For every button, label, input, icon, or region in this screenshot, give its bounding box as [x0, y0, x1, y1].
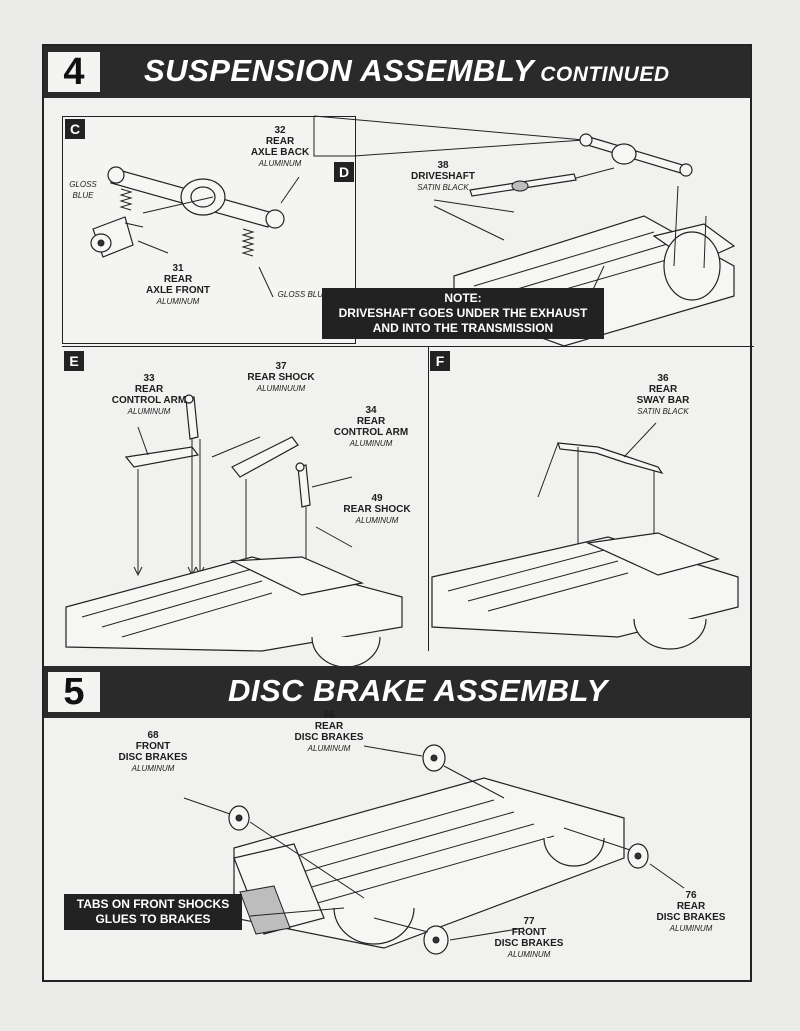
- part-68-name-1: FRONT: [135, 741, 171, 752]
- part-66-name-2: DISC BRAKES: [294, 732, 364, 743]
- driveshaft-note-line-3: AND INTO THE TRANSMISSION: [372, 321, 554, 335]
- part-68-name-2: DISC BRAKES: [118, 752, 188, 763]
- rear-axle-drawing: [90, 166, 300, 298]
- part-66-finish: ALUMINUM: [307, 744, 351, 753]
- panel-f: F 36 REAR SWAY BAR SATIN BLACK: [428, 346, 754, 651]
- step-5-title: DISC BRAKE ASSEMBLY: [228, 673, 608, 708]
- part-33-number: 33: [143, 373, 155, 384]
- part-77-callout: 77 FRONT DISC BRAKES ALUMINUM: [484, 916, 574, 960]
- part-38-number: 38: [437, 160, 449, 171]
- gloss-blue-right-label: GLOSS BLUE: [263, 289, 343, 300]
- tabs-note: TABS ON FRONT SHOCKS GLUES TO BRAKES: [64, 894, 242, 930]
- step-5-number: 5: [48, 672, 100, 712]
- driveshaft-note: NOTE: DRIVESHAFT GOES UNDER THE EXHAUST …: [322, 288, 604, 339]
- part-34-callout: 34 REAR CONTROL ARM ALUMINUM: [326, 405, 416, 449]
- step-5-header: 5 DISC BRAKE ASSEMBLY: [44, 666, 750, 718]
- step-4-title-text: SUSPENSION ASSEMBLY: [144, 53, 535, 88]
- part-36-number: 36: [657, 373, 669, 384]
- panel-d-letter: D: [334, 162, 354, 182]
- disc-brake-drawing: [183, 744, 685, 955]
- part-76-number: 76: [685, 890, 697, 901]
- driveshaft-note-line-2: DRIVESHAFT GOES UNDER THE EXHAUST: [338, 306, 588, 320]
- part-36-name-2: SWAY BAR: [636, 395, 690, 406]
- part-37-number: 37: [275, 361, 287, 372]
- gloss-blue-left-label: GLOSS BLUE: [65, 179, 101, 201]
- panel-c-letter: C: [65, 119, 85, 139]
- step-5-panel: 68 FRONT DISC BRAKES ALUMINUM 66 REAR DI…: [44, 710, 750, 980]
- panel-e: E 33 REAR CONTROL ARM ALUMIN: [62, 346, 429, 668]
- part-37-name: REAR SHOCK: [247, 372, 315, 383]
- panel-c: C 32 REAR AXLE BACK ALUMINUM: [62, 116, 356, 344]
- part-77-finish: ALUMINUM: [507, 950, 551, 959]
- part-36-finish: SATIN BLACK: [637, 407, 689, 416]
- part-49-name: REAR SHOCK: [343, 504, 411, 515]
- panel-d: D 38 DRIVESHAFT SATI: [313, 115, 754, 347]
- part-36-callout: 36 REAR SWAY BAR SATIN BLACK: [618, 373, 708, 417]
- step-4-title-suffix: CONTINUED: [540, 63, 670, 86]
- part-76-name-2: DISC BRAKES: [656, 912, 726, 923]
- part-68-callout: 68 FRONT DISC BRAKES ALUMINUM: [108, 730, 198, 774]
- tabs-note-line-2: GLUES TO BRAKES: [95, 912, 211, 926]
- part-77-name-2: DISC BRAKES: [494, 938, 564, 949]
- part-38-callout: 38 DRIVESHAFT SATIN BLACK: [398, 160, 488, 193]
- part-33-name-1: REAR: [134, 384, 164, 395]
- panel-e-letter: E: [64, 351, 84, 371]
- rear-control-arm-drawing: [65, 394, 403, 668]
- part-77-number: 77: [523, 916, 535, 927]
- driveshaft-note-line-1: NOTE:: [444, 291, 482, 305]
- part-34-finish: ALUMINUM: [349, 439, 393, 448]
- part-76-finish: ALUMINUM: [669, 924, 713, 933]
- part-36-name-1: REAR: [648, 384, 678, 395]
- part-49-number: 49: [371, 493, 383, 504]
- part-34-name-1: REAR: [356, 416, 386, 427]
- part-49-finish: ALUMINUM: [355, 516, 399, 525]
- gloss-blue-right-text: GLOSS BLUE: [277, 290, 329, 299]
- part-34-number: 34: [365, 405, 377, 416]
- part-37-finish: ALUMINUUM: [256, 384, 306, 393]
- tabs-note-line-1: TABS ON FRONT SHOCKS: [76, 897, 230, 911]
- part-31-finish: ALUMINUM: [156, 297, 200, 306]
- part-31-name-1: REAR: [163, 274, 193, 285]
- part-32-finish: ALUMINUM: [258, 159, 302, 168]
- part-32-callout: 32 REAR AXLE BACK ALUMINUM: [235, 125, 325, 169]
- part-68-finish: ALUMINUM: [131, 764, 175, 773]
- panel-f-letter: F: [430, 351, 450, 371]
- part-31-name-2: AXLE FRONT: [146, 285, 210, 296]
- part-32-name-2: AXLE BACK: [250, 147, 310, 158]
- part-66-name-1: REAR: [314, 721, 344, 732]
- part-68-number: 68: [147, 730, 159, 741]
- part-32-number: 32: [274, 125, 286, 136]
- part-38-name: DRIVESHAFT: [411, 171, 475, 182]
- part-76-name-1: REAR: [676, 901, 706, 912]
- part-77-name-1: FRONT: [511, 927, 547, 938]
- part-66-number: 66: [323, 710, 335, 721]
- part-33-name-2: CONTROL ARM: [111, 395, 187, 406]
- gloss-blue-left-line-2: BLUE: [72, 191, 94, 200]
- part-33-callout: 33 REAR CONTROL ARM ALUMINUM: [104, 373, 194, 417]
- part-49-callout: 49 REAR SHOCK ALUMINUM: [332, 493, 422, 526]
- rear-sway-bar-drawing: [431, 422, 739, 650]
- part-32-name-1: REAR: [265, 136, 295, 147]
- part-34-name-2: CONTROL ARM: [333, 427, 409, 438]
- part-37-callout: 37 REAR SHOCK ALUMINUUM: [236, 361, 326, 394]
- gloss-blue-left-line-1: GLOSS: [69, 180, 97, 189]
- part-33-finish: ALUMINUM: [127, 407, 171, 416]
- part-66-callout: 66 REAR DISC BRAKES ALUMINUM: [284, 710, 374, 754]
- part-31-callout: 31 REAR AXLE FRONT ALUMINUM: [133, 263, 223, 307]
- part-38-finish: SATIN BLACK: [417, 183, 469, 192]
- part-31-number: 31: [172, 263, 184, 274]
- part-76-callout: 76 REAR DISC BRAKES ALUMINUM: [646, 890, 736, 934]
- step-4-number: 4: [48, 52, 100, 92]
